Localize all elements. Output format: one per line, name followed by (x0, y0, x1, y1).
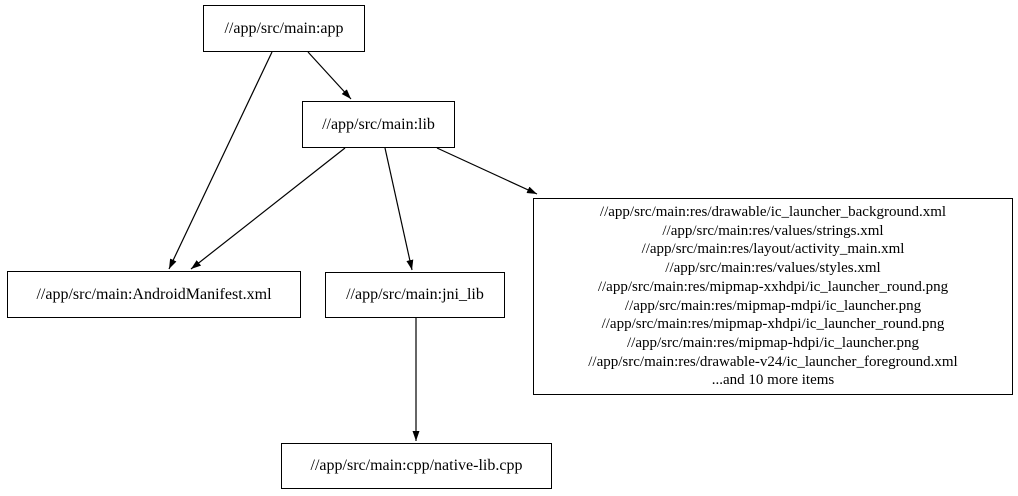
edge-lib-to-resources (436, 147, 538, 195)
node-jni-lib: //app/src/main:jni_lib (325, 272, 505, 318)
node-lib: //app/src/main:lib (302, 101, 455, 148)
node-native-lib-cpp-label: //app/src/main:cpp/native-lib.cpp (310, 457, 523, 474)
node-resources-line: //app/src/main:res/layout/activity_main.… (641, 241, 905, 258)
edge-lib-to-jni-lib (384, 147, 414, 271)
node-app-label: //app/src/main:app (224, 19, 344, 37)
node-resources-line: //app/src/main:res/mipmap-hdpi/ic_launch… (626, 334, 919, 351)
node-native-lib-cpp: //app/src/main:cpp/native-lib.cpp (281, 443, 552, 489)
node-resources-more-items: ...and 10 more items (711, 372, 835, 389)
node-resources-line: //app/src/main:res/mipmap-xxhdpi/ic_laun… (597, 278, 949, 295)
node-lib-label: //app/src/main:lib (322, 115, 435, 133)
edge-lib-to-android-manifest (190, 147, 346, 270)
node-resources-line: //app/src/main:res/values/styles.xml (665, 260, 881, 277)
node-jni-lib-label: //app/src/main:jni_lib (346, 286, 484, 303)
edge-app-to-lib (307, 51, 352, 100)
node-resources: //app/src/main:res/drawable/ic_launcher_… (533, 198, 1013, 395)
node-resources-line: //app/src/main:res/mipmap-mdpi/ic_launch… (624, 297, 922, 314)
node-resources-line: //app/src/main:res/values/strings.xml (662, 222, 884, 239)
edge-app-to-android-manifest (168, 51, 273, 270)
node-resources-line: //app/src/main:res/mipmap-xhdpi/ic_launc… (601, 316, 945, 333)
node-android-manifest: //app/src/main:AndroidManifest.xml (7, 271, 301, 318)
node-android-manifest-label: //app/src/main:AndroidManifest.xml (36, 285, 272, 303)
node-resources-line: //app/src/main:res/drawable-v24/ic_launc… (588, 353, 958, 370)
node-resources-line: //app/src/main:res/drawable/ic_launcher_… (599, 203, 947, 220)
node-app: //app/src/main:app (203, 5, 365, 52)
